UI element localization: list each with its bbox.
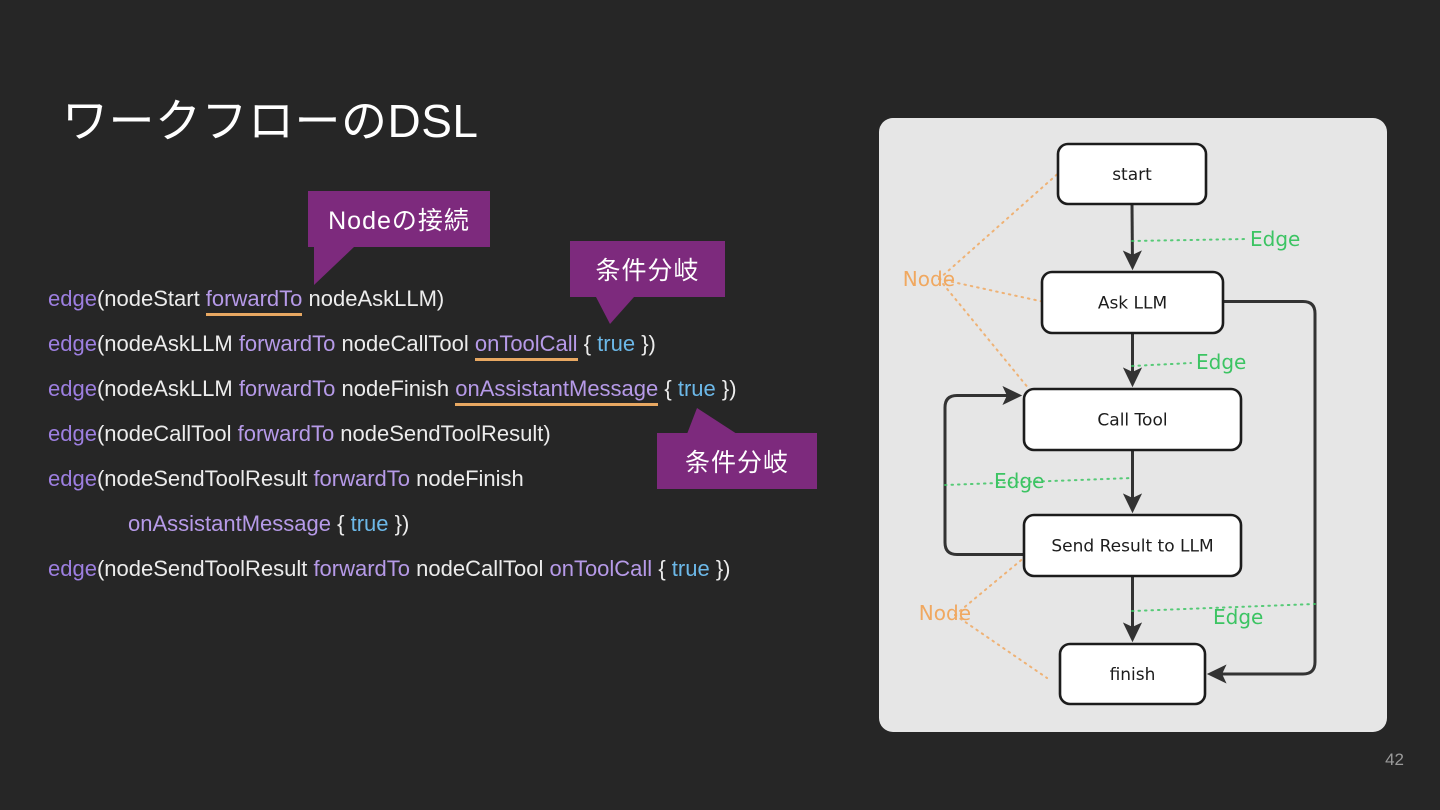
code-token-cond: onAssistantMessage xyxy=(128,511,331,536)
code-token-true: true xyxy=(671,556,710,581)
diagram-edge-start-to-askllm xyxy=(1122,203,1142,271)
diagram-annotation-node-label: Node xyxy=(903,267,955,291)
diagram-annotation-edge-label: Edge xyxy=(1250,227,1300,251)
code-token-forward: forwardTo xyxy=(313,556,411,581)
callout-conditional-branch-1-label: 条件分岐 xyxy=(595,257,700,285)
code-token-plain: { xyxy=(577,331,598,356)
page-title: ワークフローのDSL xyxy=(62,95,479,147)
page-number: 42 xyxy=(1385,750,1404,769)
code-token-true: true xyxy=(677,376,716,401)
code-token-plain: (nodeSendToolResult xyxy=(96,556,314,581)
diagram-annotation-edge-label: Edge xyxy=(1196,350,1246,374)
code-token-plain: nodeSendToolResult) xyxy=(334,421,551,446)
code-token-plain: nodeFinish xyxy=(335,376,456,401)
diagram-node-askllm[interactable]: Ask LLM xyxy=(1040,270,1225,335)
diagram-edge-sendres-to-calltool xyxy=(943,385,1024,556)
code-token-forward: forwardTo xyxy=(237,421,335,446)
code-token-forward: forwardTo xyxy=(205,286,303,316)
diagram-annotation-leader xyxy=(938,278,1035,396)
diagram-annotation-leader xyxy=(1131,362,1192,367)
code-token-edge: edge xyxy=(48,376,97,401)
code-token-forward: forwardTo xyxy=(238,331,336,356)
code-token-plain: nodeAskLLM) xyxy=(302,286,445,311)
code-token-plain: (nodeAskLLM xyxy=(96,331,239,356)
code-token-true: true xyxy=(597,331,636,356)
diagram-node-shape xyxy=(1022,513,1243,578)
code-token-edge: edge xyxy=(48,556,97,581)
diagram-node-sendres[interactable]: Send Result to LLM xyxy=(1022,513,1243,578)
diagram-node-label: Call Tool xyxy=(1097,411,1167,431)
diagram-annotation-leader xyxy=(954,546,1038,616)
callout-node-connect: Nodeの接続 xyxy=(308,191,490,285)
code-token-forward: forwardTo xyxy=(238,376,336,401)
diagram-annotation-edge-label: Edge xyxy=(994,469,1044,493)
diagram-node-finish[interactable]: finish xyxy=(1058,642,1207,706)
code-token-plain: nodeCallTool xyxy=(410,556,550,581)
code-token-plain: }) xyxy=(709,556,731,581)
code-token-plain: }) xyxy=(715,376,737,401)
code-token-cond: onToolCall xyxy=(474,331,578,361)
diagram-node-label: Send Result to LLM xyxy=(1051,537,1213,557)
code-token-edge: edge xyxy=(48,421,97,446)
diagram-edge-askllm-to-finish xyxy=(1206,300,1317,684)
diagram-node-label: Ask LLM xyxy=(1098,294,1167,314)
code-token-cond: onAssistantMessage xyxy=(455,376,659,406)
diagram-annotation-edge-label: Edge xyxy=(1213,605,1263,629)
diagram-annotation-leader xyxy=(1131,238,1248,242)
callout-conditional-branch-1: 条件分岐 xyxy=(570,241,725,324)
code-block: edge(nodeStart forwardTo nodeAskLLM)edge… xyxy=(48,276,737,591)
code-token-plain: nodeFinish xyxy=(410,466,524,491)
diagram-edge-layer xyxy=(943,203,1317,684)
code-token-edge: edge xyxy=(48,331,97,356)
code-line: edge(nodeStart forwardTo nodeAskLLM) xyxy=(48,276,737,321)
callout-tail-icon xyxy=(596,297,634,324)
code-token-plain: { xyxy=(658,376,678,401)
diagram-node-start[interactable]: start xyxy=(1056,142,1208,206)
code-token-edge: edge xyxy=(48,286,97,311)
diagram-node-label: finish xyxy=(1110,665,1156,685)
diagram-annotation-leader xyxy=(938,278,1050,304)
callout-node-connect-label: Nodeの接続 xyxy=(328,207,470,235)
code-token-plain: }) xyxy=(388,511,410,536)
code-line: onAssistantMessage { true }) xyxy=(48,501,737,546)
callout-conditional-branch-2-label: 条件分岐 xyxy=(684,449,789,477)
code-line: edge(nodeAskLLM forwardTo nodeCallTool o… xyxy=(48,321,737,366)
code-token-plain: (nodeAskLLM xyxy=(96,376,239,401)
code-token-plain: (nodeStart xyxy=(96,286,206,311)
code-token-cond: onToolCall xyxy=(549,556,653,581)
diagram-node-shape xyxy=(1056,142,1208,206)
code-line: edge(nodeCallTool forwardTo nodeSendTool… xyxy=(48,411,737,456)
code-line: edge(nodeSendToolResult forwardTo nodeCa… xyxy=(48,546,737,591)
diagram-annotation-leader xyxy=(944,477,1133,486)
diagram-node-calltool[interactable]: Call Tool xyxy=(1022,387,1243,452)
code-token-plain: (nodeSendToolResult xyxy=(96,466,314,491)
code-token-true: true xyxy=(350,511,389,536)
code-token-plain: { xyxy=(652,556,672,581)
diagram-node-shape xyxy=(1040,270,1225,335)
diagram-annotation-leader xyxy=(1131,603,1316,612)
diagram-node-shape xyxy=(1022,387,1243,452)
code-line: edge(nodeAskLLM forwardTo nodeFinish onA… xyxy=(48,366,737,411)
code-token-edge: edge xyxy=(48,466,97,491)
code-token-plain: (nodeCallTool xyxy=(96,421,238,446)
diagram-annotation-node-label: Node xyxy=(919,601,971,625)
diagram-annotation-leader xyxy=(938,169,1063,280)
code-line: edge(nodeSendToolResult forwardTo nodeFi… xyxy=(48,456,737,501)
code-token-forward: forwardTo xyxy=(313,466,411,491)
diagram-annotation-lines xyxy=(938,169,1316,679)
diagram-annotation-leader xyxy=(954,614,1048,679)
diagram-node-shape xyxy=(1058,642,1207,706)
callout-conditional-branch-2: 条件分岐 xyxy=(657,408,817,489)
code-token-plain: nodeCallTool xyxy=(335,331,475,356)
diagram-node-label: start xyxy=(1112,165,1152,185)
code-token-plain: }) xyxy=(635,331,656,356)
callout-tail-icon xyxy=(314,247,354,285)
callout-tail-icon xyxy=(687,408,737,434)
code-token-plain: { xyxy=(331,511,351,536)
